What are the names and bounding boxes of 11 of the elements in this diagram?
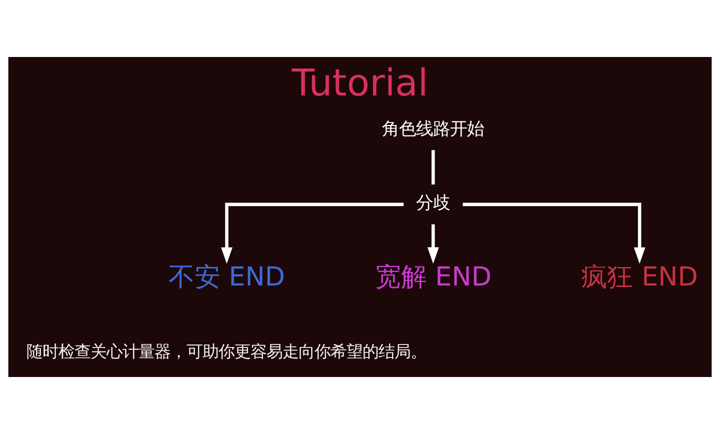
node-text: 角色线路开始 (382, 119, 484, 140)
arrow (427, 224, 439, 264)
node-text: 宽解 END (374, 262, 492, 292)
node-text: 疯狂 END (581, 262, 698, 292)
node-text: 分歧 (416, 194, 450, 214)
arrow (462, 202, 646, 264)
connector (432, 150, 435, 184)
label: 随时检查关心计量器，可助你更容易走向你希望的结局。 (26, 342, 427, 361)
node-text: 不安 END (168, 262, 286, 292)
arrow (221, 202, 404, 264)
diagram-title: Tutorial (292, 61, 428, 104)
